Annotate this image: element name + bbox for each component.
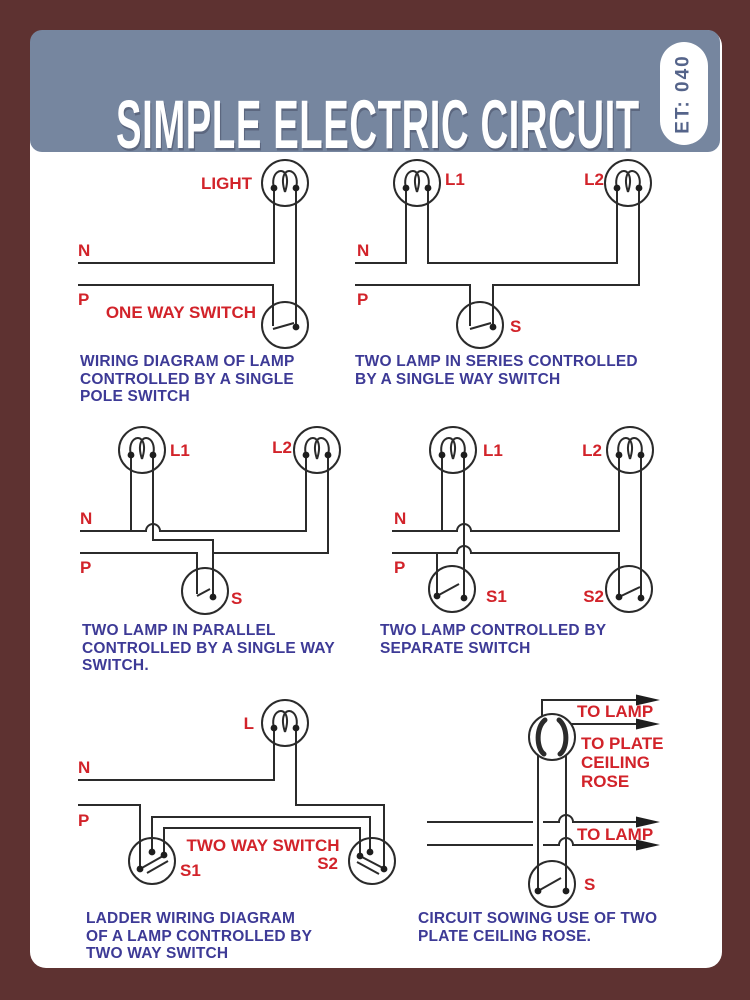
label-l1: L1	[170, 441, 190, 460]
label-l2: L2	[582, 441, 602, 460]
label-s2: S2	[583, 587, 604, 606]
caption-two-plate-ceiling-rose: CIRCUIT SOWING USE OF TWO PLATE CEILING …	[418, 910, 658, 945]
label-l: L	[244, 714, 254, 733]
label-p: P	[80, 558, 91, 577]
diagram-two-lamp-separate-switch: L1 L2 N P S1 S2	[392, 426, 654, 613]
label-to-lamp-mid: TO LAMP	[577, 825, 653, 844]
label-p: P	[78, 811, 89, 830]
switch-symbol-s2	[605, 565, 653, 613]
label-to-plate-line2: CEILING	[581, 753, 650, 772]
label-n: N	[80, 509, 92, 528]
label-p: P	[394, 558, 405, 577]
switch-symbol-s1	[428, 565, 476, 613]
lamp-symbol-l1	[429, 426, 477, 474]
label-n: N	[78, 758, 90, 777]
label-s1: S1	[180, 861, 201, 880]
caption-two-lamp-parallel: TWO LAMP IN PARALLEL CONTROLLED BY A SIN…	[82, 622, 335, 674]
label-to-lamp-top: TO LAMP	[577, 702, 653, 721]
label-l2: L2	[272, 438, 292, 457]
label-to-plate-line1: TO PLATE	[581, 734, 664, 753]
caption-single-pole-switch: WIRING DIAGRAM OF LAMP CONTROLLED BY A S…	[80, 353, 295, 405]
lamp-symbol	[261, 699, 309, 747]
code-badge: ET: 040	[660, 42, 708, 145]
diagram-two-plate-ceiling-rose: TO LAMP TO PLATE CEILING ROSE TO LAMP S	[427, 694, 664, 908]
wires	[355, 188, 640, 330]
label-one-way-switch: ONE WAY SWITCH	[106, 303, 256, 322]
diagram-two-way-switch-ladder: L N P TWO WAY SWITCH S1 S2	[78, 699, 396, 885]
label-light: LIGHT	[201, 174, 253, 193]
lamp-symbol	[261, 159, 309, 207]
lamp-symbol-l2	[293, 426, 341, 474]
label-s2: S2	[317, 854, 338, 873]
label-n: N	[394, 509, 406, 528]
switch-symbol	[456, 301, 504, 349]
lamp-symbol-l2	[606, 426, 654, 474]
label-n: N	[78, 241, 90, 260]
switch-symbol-s2	[348, 837, 396, 885]
diagram-single-pole-switch: LIGHT N P ONE WAY SWITCH	[78, 159, 309, 349]
lamp-symbol-l1	[118, 426, 166, 474]
label-to-plate-line3: ROSE	[581, 772, 629, 791]
switch-symbol	[261, 301, 309, 349]
poster-panel	[30, 30, 722, 968]
label-two-way-switch: TWO WAY SWITCH	[187, 836, 340, 855]
label-s: S	[510, 317, 521, 336]
ceiling-rose-symbol	[528, 713, 576, 761]
wires	[427, 694, 660, 892]
caption-two-lamp-separate-switch: TWO LAMP CONTROLLED BY SEPARATE SWITCH	[380, 622, 607, 657]
wires	[392, 455, 642, 598]
lamp-symbol-l2	[604, 159, 652, 207]
caption-two-way-switch-ladder: LADDER WIRING DIAGRAM OF A LAMP CONTROLL…	[86, 910, 313, 962]
label-n: N	[357, 241, 369, 260]
poster-title: SIMPLE ELECTRIC CIRCUIT	[116, 85, 640, 163]
switch-symbol	[181, 567, 229, 615]
switch-symbol	[528, 860, 576, 908]
poster-header: SIMPLE ELECTRIC CIRCUIT ET: 040	[30, 30, 720, 159]
wires	[78, 188, 297, 330]
label-s: S	[231, 589, 242, 608]
label-s1: S1	[486, 587, 507, 606]
label-l2: L2	[584, 170, 604, 189]
label-s: S	[584, 875, 595, 894]
diagram-two-lamp-series: L1 L2 N P S	[355, 159, 652, 349]
label-l1: L1	[483, 441, 503, 460]
label-p: P	[357, 290, 368, 309]
switch-symbol-s1	[128, 837, 176, 885]
caption-two-lamp-series: TWO LAMP IN SERIES CONTROLLED BY A SINGL…	[355, 353, 638, 388]
label-p: P	[78, 290, 89, 309]
lamp-symbol-l1	[393, 159, 441, 207]
wires	[80, 455, 329, 597]
label-l1: L1	[445, 170, 465, 189]
diagram-two-lamp-parallel: L1 L2 N P S	[80, 426, 341, 615]
